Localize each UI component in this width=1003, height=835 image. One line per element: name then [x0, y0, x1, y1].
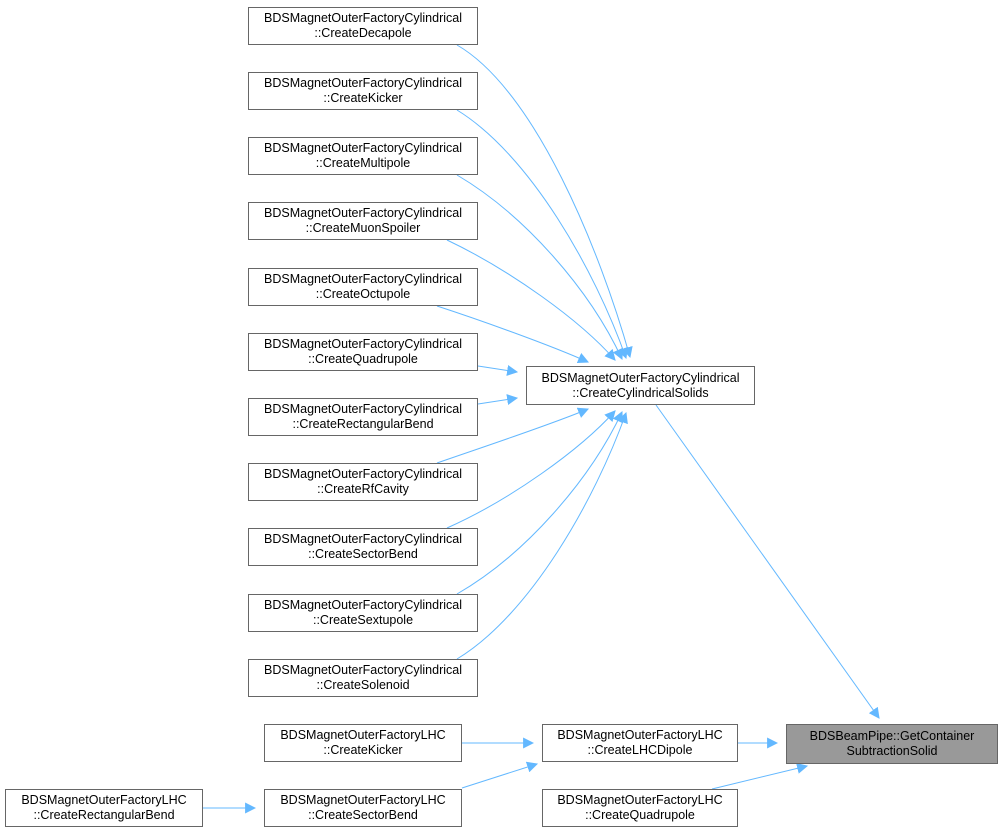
node-lhc-create-rectangular-bend[interactable]: BDSMagnetOuterFactoryLHC ::CreateRectang… — [5, 789, 203, 827]
node-line1: BDSMagnetOuterFactoryCylindrical — [264, 337, 462, 351]
node-line2: ::CreateRectangularBend — [292, 417, 434, 431]
node-line1: BDSMagnetOuterFactoryCylindrical — [264, 663, 462, 677]
node-line1: BDSMagnetOuterFactoryLHC — [21, 793, 187, 807]
node-line2: ::CreateRfCavity — [317, 482, 409, 496]
edge-cylindrical-to-target — [655, 404, 880, 719]
edge-muonspoiler-to-cylindrical — [446, 239, 616, 361]
node-line1: BDSMagnetOuterFactoryCylindrical — [264, 402, 462, 416]
node-line1: BDSMagnetOuterFactoryLHC — [557, 728, 723, 742]
node-line2: ::CreateSectorBend — [308, 808, 418, 822]
node-line2: ::CreateDecapole — [314, 26, 412, 40]
edge-kicker-to-cylindrical — [456, 109, 628, 360]
edge-sectorbend-to-cylindrical — [446, 410, 616, 529]
node-line1: BDSMagnetOuterFactoryLHC — [280, 793, 446, 807]
node-line2: ::CreateCylindricalSolids — [572, 385, 709, 400]
edge-solenoid-to-cylindrical — [456, 411, 628, 660]
node-create-cylindrical-solids[interactable]: BDSMagnetOuterFactoryCylindrical ::Creat… — [526, 366, 755, 405]
node-create-sector-bend[interactable]: BDSMagnetOuterFactoryCylindrical ::Creat… — [248, 528, 478, 566]
node-create-muon-spoiler[interactable]: BDSMagnetOuterFactoryCylindrical ::Creat… — [248, 202, 478, 240]
node-create-sextupole[interactable]: BDSMagnetOuterFactoryCylindrical ::Creat… — [248, 594, 478, 632]
node-line1: BDSMagnetOuterFactoryCylindrical — [264, 598, 462, 612]
edge-octupole-to-cylindrical — [436, 305, 590, 363]
node-lhc-create-kicker[interactable]: BDSMagnetOuterFactoryLHC ::CreateKicker — [264, 724, 462, 762]
node-create-kicker[interactable]: BDSMagnetOuterFactoryCylindrical ::Creat… — [248, 72, 478, 110]
node-line1: BDSMagnetOuterFactoryCylindrical — [264, 206, 462, 220]
node-line1: BDSMagnetOuterFactoryCylindrical — [264, 467, 462, 481]
edge-decapole-to-cylindrical — [456, 44, 633, 359]
node-line2: ::CreateMuonSpoiler — [305, 221, 421, 235]
node-create-rf-cavity[interactable]: BDSMagnetOuterFactoryCylindrical ::Creat… — [248, 463, 478, 501]
node-create-decapole[interactable]: BDSMagnetOuterFactoryCylindrical ::Creat… — [248, 7, 478, 45]
node-create-quadrupole[interactable]: BDSMagnetOuterFactoryCylindrical ::Creat… — [248, 333, 478, 371]
node-lhc-create-lhc-dipole[interactable]: BDSMagnetOuterFactoryLHC ::CreateLHCDipo… — [542, 724, 738, 762]
node-create-multipole[interactable]: BDSMagnetOuterFactoryCylindrical ::Creat… — [248, 137, 478, 175]
node-create-solenoid[interactable]: BDSMagnetOuterFactoryCylindrical ::Creat… — [248, 659, 478, 697]
node-line2: ::CreateMultipole — [315, 156, 411, 170]
edge-multipole-to-cylindrical — [456, 174, 623, 360]
node-line2: ::CreateSolenoid — [316, 678, 410, 692]
edge-lhcquad-to-target — [711, 762, 809, 790]
node-line1: BDSMagnetOuterFactoryLHC — [280, 728, 446, 742]
edge-rectbend-to-cylindrical — [477, 394, 519, 405]
node-line1: BDSMagnetOuterFactoryCylindrical — [541, 370, 740, 385]
node-create-octupole[interactable]: BDSMagnetOuterFactoryCylindrical ::Creat… — [248, 268, 478, 306]
node-line2: ::CreateKicker — [323, 91, 403, 105]
node-line2: ::CreateQuadrupole — [585, 808, 695, 822]
edge-quadrupole-to-cylindrical — [477, 365, 519, 376]
node-lhc-create-sector-bend[interactable]: BDSMagnetOuterFactoryLHC ::CreateSectorB… — [264, 789, 462, 827]
node-line2: ::CreateSextupole — [312, 613, 414, 627]
node-line1: BDSMagnetOuterFactoryCylindrical — [264, 76, 462, 90]
node-line1: BDSMagnetOuterFactoryCylindrical — [264, 11, 462, 25]
node-line2: ::CreateQuadrupole — [308, 352, 418, 366]
node-line1: BDSBeamPipe::GetContainer — [809, 729, 975, 743]
node-line1: BDSMagnetOuterFactoryCylindrical — [264, 141, 462, 155]
node-create-rectangular-bend[interactable]: BDSMagnetOuterFactoryCylindrical ::Creat… — [248, 398, 478, 436]
node-get-container-subtraction-solid[interactable]: BDSBeamPipe::GetContainer SubtractionSol… — [786, 724, 998, 764]
node-line2: ::CreateOctupole — [315, 287, 411, 301]
edge-sextupole-to-cylindrical — [456, 411, 623, 595]
node-line2: ::CreateKicker — [323, 743, 403, 757]
node-line2: ::CreateLHCDipole — [587, 743, 693, 757]
node-line1: BDSMagnetOuterFactoryLHC — [557, 793, 723, 807]
node-line1: BDSMagnetOuterFactoryCylindrical — [264, 272, 462, 286]
node-lhc-create-quadrupole[interactable]: BDSMagnetOuterFactoryLHC ::CreateQuadrup… — [542, 789, 738, 827]
node-line2: SubtractionSolid — [846, 744, 938, 758]
edge-lhcsector-to-lhcdipole — [461, 761, 539, 789]
edge-rfcavity-to-cylindrical — [436, 407, 590, 464]
node-line1: BDSMagnetOuterFactoryCylindrical — [264, 532, 462, 546]
node-line2: ::CreateRectangularBend — [33, 808, 175, 822]
node-line2: ::CreateSectorBend — [308, 547, 418, 561]
